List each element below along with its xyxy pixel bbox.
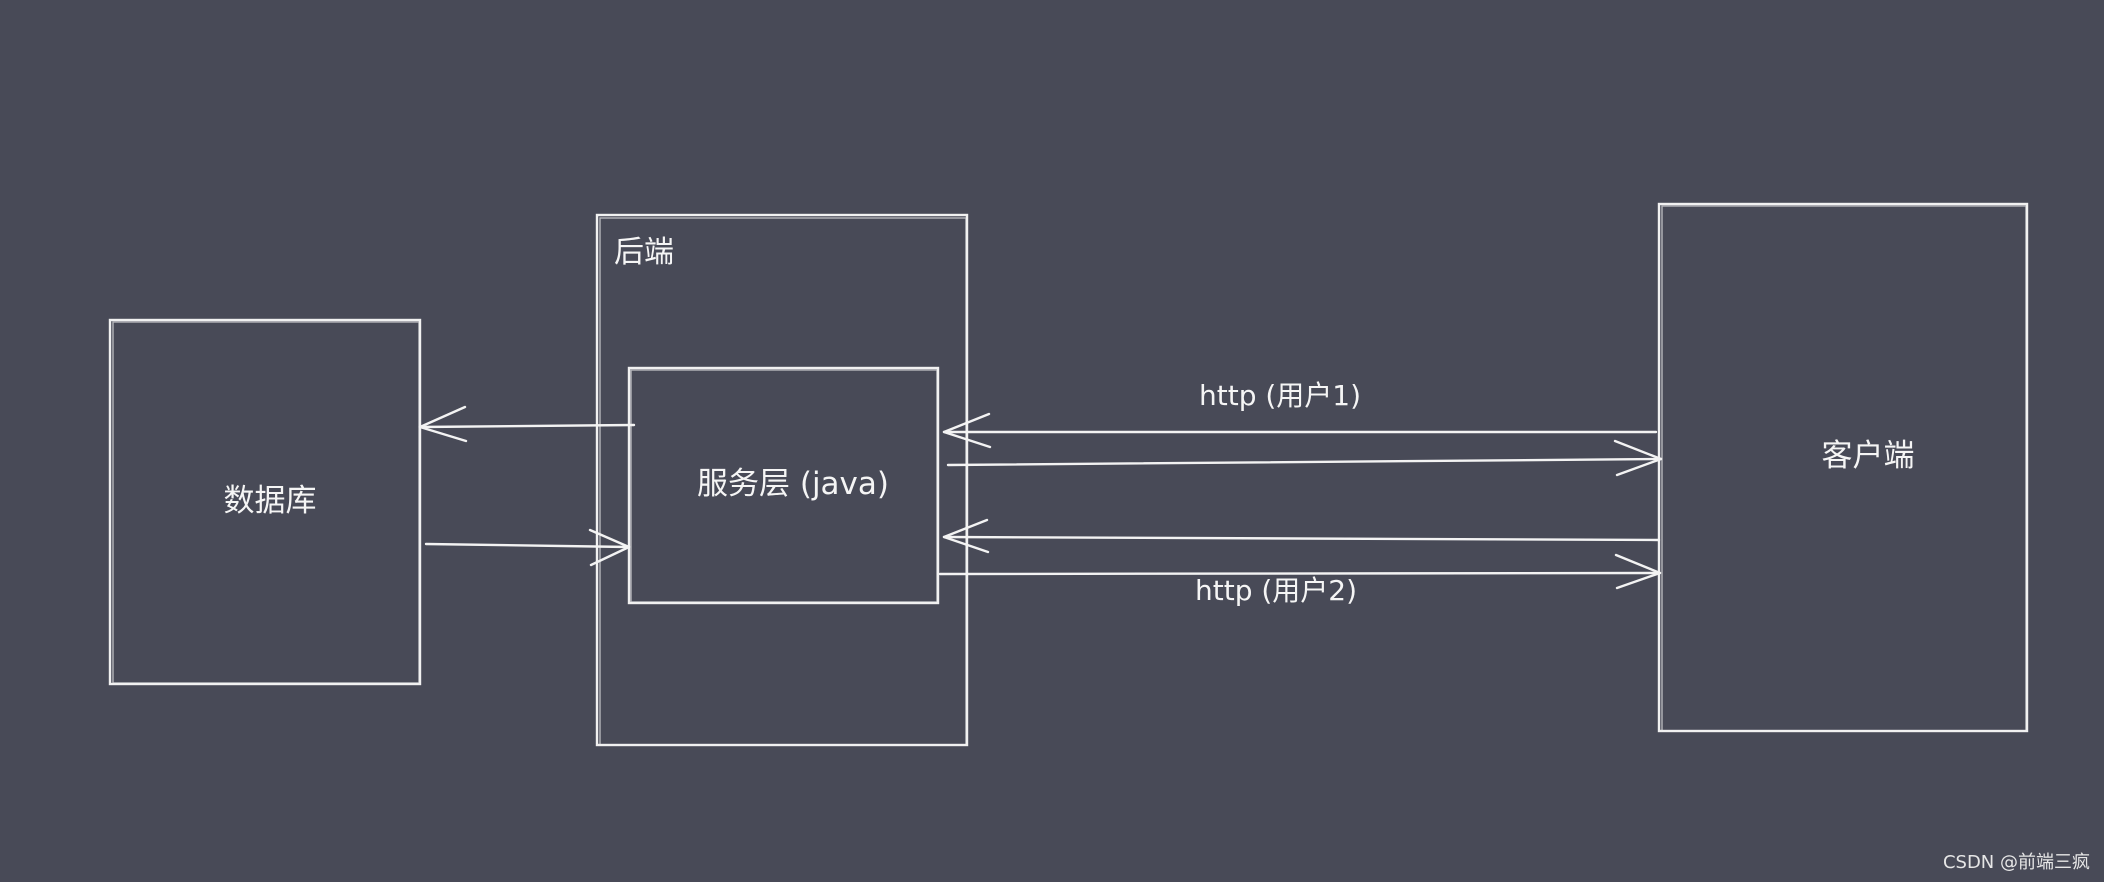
service-to-client-user1-arrow <box>946 439 1663 477</box>
http-user1-label: http (用户1) <box>1199 379 1361 412</box>
http-user2-label: http (用户2) <box>1195 574 1357 607</box>
service-layer-label: 服务层 (java) <box>697 466 889 502</box>
database-box: 数据库 <box>108 318 422 686</box>
backend-box: 后端 <box>595 213 969 747</box>
database-label: 数据库 <box>224 483 317 519</box>
client-label: 客户端 <box>1822 438 1915 474</box>
backend-title: 后端 <box>614 235 674 270</box>
client-to-service-user1-arrow <box>942 412 1658 449</box>
csdn-watermark: CSDN @前端三疯 <box>1943 852 2090 873</box>
service-layer-box: 服务层 (java) <box>627 366 940 605</box>
service-to-database-arrow <box>418 405 636 443</box>
database-to-service-arrow <box>424 528 631 567</box>
service-to-client-user2-arrow <box>938 553 1662 590</box>
client-box: 客户端 <box>1657 202 2029 733</box>
client-to-service-user2-arrow <box>942 518 1661 554</box>
